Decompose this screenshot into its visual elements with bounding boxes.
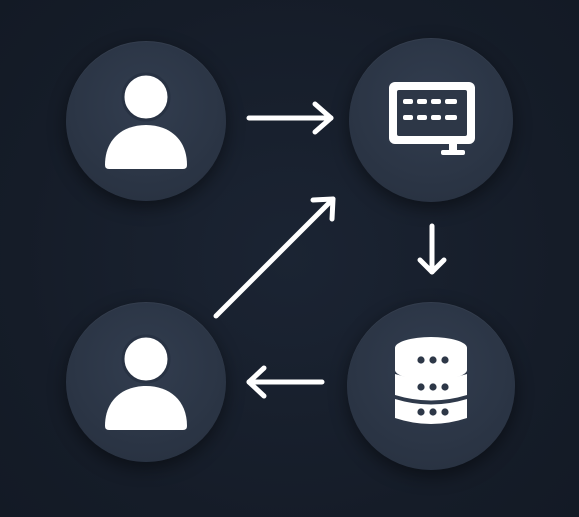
user-icon (105, 72, 187, 169)
monitor-terminal-icon (389, 82, 475, 155)
terminal-node (349, 38, 513, 202)
arrow-database-to-user (246, 365, 325, 399)
database-server-icon (395, 337, 467, 424)
arrow-user-to-terminal-diagonal (213, 196, 336, 319)
database-node (347, 302, 515, 470)
user-bottom-node (66, 302, 226, 462)
user-icon (105, 334, 187, 430)
user-top-node (66, 41, 226, 201)
arrow-terminal-to-database (417, 223, 447, 275)
arrow-user-to-terminal (246, 101, 334, 135)
